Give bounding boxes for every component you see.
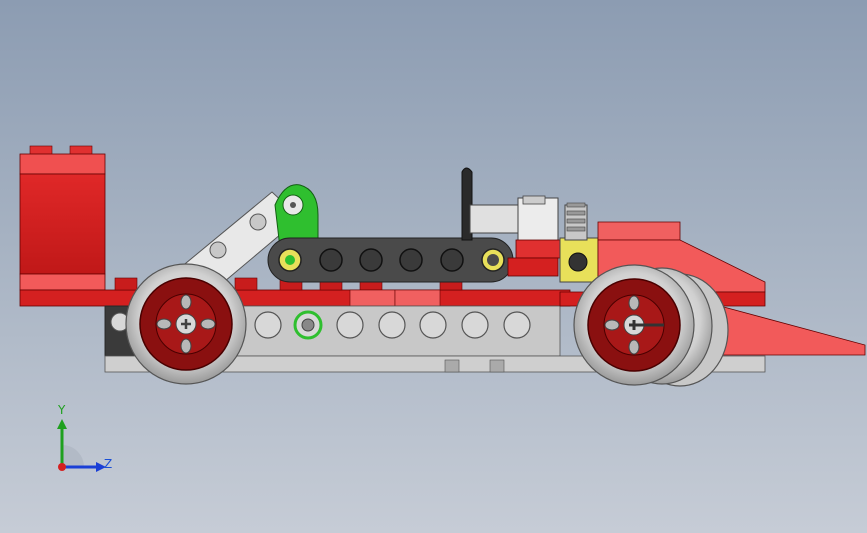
- steering-column: [461, 167, 599, 283]
- coordinate-triad: Y Z: [40, 403, 130, 485]
- diagonal-link-arm: [179, 191, 301, 293]
- triad-axes: [57, 419, 106, 472]
- z-axis-label: Z: [104, 457, 113, 471]
- y-axis-label: Y: [58, 403, 66, 417]
- green-link: [274, 184, 319, 249]
- rear-spoiler-block: [19, 145, 106, 291]
- rear-wheel: [125, 263, 247, 385]
- front-wheel: [573, 264, 729, 387]
- triad-origin: [58, 463, 66, 471]
- steering-rack: [267, 237, 514, 283]
